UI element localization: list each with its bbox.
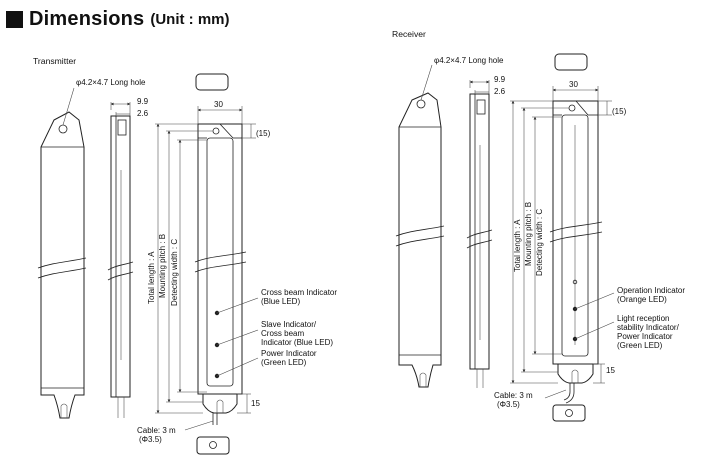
transmitter-cable-line1: Cable: 3 m xyxy=(137,426,176,435)
receiver-group: Receiver φ4.2×4.7 Long hole xyxy=(392,29,685,422)
receiver-label: Receiver xyxy=(392,29,426,39)
receiver-top-bracket xyxy=(554,53,588,71)
receiver-dim-2-6: 2.6 xyxy=(494,87,506,96)
transmitter-indicator-3-line1: Power Indicator xyxy=(261,349,317,358)
title-bullet-square xyxy=(6,10,23,28)
transmitter-label: Transmitter xyxy=(33,56,76,66)
receiver-dim-9-9: 9.9 xyxy=(494,75,506,84)
transmitter-dim-2-6: 2.6 xyxy=(137,109,149,118)
transmitter-detecting-width: Detecting width : C xyxy=(170,239,179,306)
page-title: Dimensions (Unit : mm) xyxy=(6,6,230,32)
transmitter-mounting-pitch: Mounting pitch : B xyxy=(158,234,167,298)
receiver-indicator-2-line1: Light reception xyxy=(617,314,669,323)
receiver-spare-led xyxy=(572,279,578,285)
transmitter-indicator-2-line1: Slave Indicator/ xyxy=(261,320,317,329)
transmitter-dim-30: 30 xyxy=(214,100,223,109)
transmitter-top-bracket xyxy=(195,73,229,91)
receiver-indicator-1-line1: Operation Indicator xyxy=(617,286,685,295)
receiver-total-length: Total length : A xyxy=(513,219,522,272)
receiver-indicator-2-line4: (Green LED) xyxy=(617,341,663,350)
receiver-mounting-pitch: Mounting pitch : B xyxy=(524,202,533,266)
receiver-dim-30: 30 xyxy=(569,80,578,89)
transmitter-dim-15-bottom: 15 xyxy=(251,399,260,408)
receiver-cable-line2: (Φ3.5) xyxy=(497,400,520,409)
transmitter-side-view: φ4.2×4.7 Long hole xyxy=(37,78,146,419)
receiver-bottom-connector xyxy=(552,404,586,422)
receiver-dim-15-bottom: 15 xyxy=(606,366,615,375)
receiver-indicator-2-line3: Power Indicator xyxy=(617,332,673,341)
transmitter-thin-profile: 9.9 2.6 xyxy=(107,97,149,418)
receiver-indicator-1-line2: (Orange LED) xyxy=(617,295,667,304)
transmitter-hole-label: φ4.2×4.7 Long hole xyxy=(76,78,146,87)
title-text: Dimensions xyxy=(29,7,145,30)
transmitter-dim-15-top: (15) xyxy=(256,129,271,138)
transmitter-group: Transmitter φ4.2×4.7 Long hole xyxy=(33,56,337,455)
receiver-dim-15-top: (15) xyxy=(612,107,627,116)
transmitter-indicator-2-line3: Indicator (Blue LED) xyxy=(261,338,333,347)
receiver-indicator-2-line2: stability Indicator/ xyxy=(617,323,680,332)
receiver-cable-line1: Cable: 3 m xyxy=(494,391,533,400)
title-unit: (Unit : mm) xyxy=(150,10,230,28)
transmitter-bottom-connector xyxy=(196,436,230,455)
transmitter-indicator-1-line1: Cross beam Indicator xyxy=(261,288,337,297)
transmitter-front-view: 30 (15) 15 Tot xyxy=(137,100,337,455)
receiver-front-view: 30 (15) 15 Tot xyxy=(494,80,685,422)
transmitter-indicator-2-line2: Cross beam xyxy=(261,329,304,338)
receiver-thin-profile: 9.9 2.6 xyxy=(466,75,506,388)
transmitter-cable-line2: (Φ3.5) xyxy=(139,435,162,444)
transmitter-total-length: Total length : A xyxy=(147,251,156,304)
receiver-detecting-width: Detecting width : C xyxy=(535,209,544,276)
transmitter-indicator-3-line2: (Green LED) xyxy=(261,358,307,367)
receiver-hole-label: φ4.2×4.7 Long hole xyxy=(434,56,504,65)
receiver-side-view: φ4.2×4.7 Long hole xyxy=(395,56,504,388)
transmitter-dim-9-9: 9.9 xyxy=(137,97,149,106)
transmitter-indicator-1-line2: (Blue LED) xyxy=(261,297,300,306)
